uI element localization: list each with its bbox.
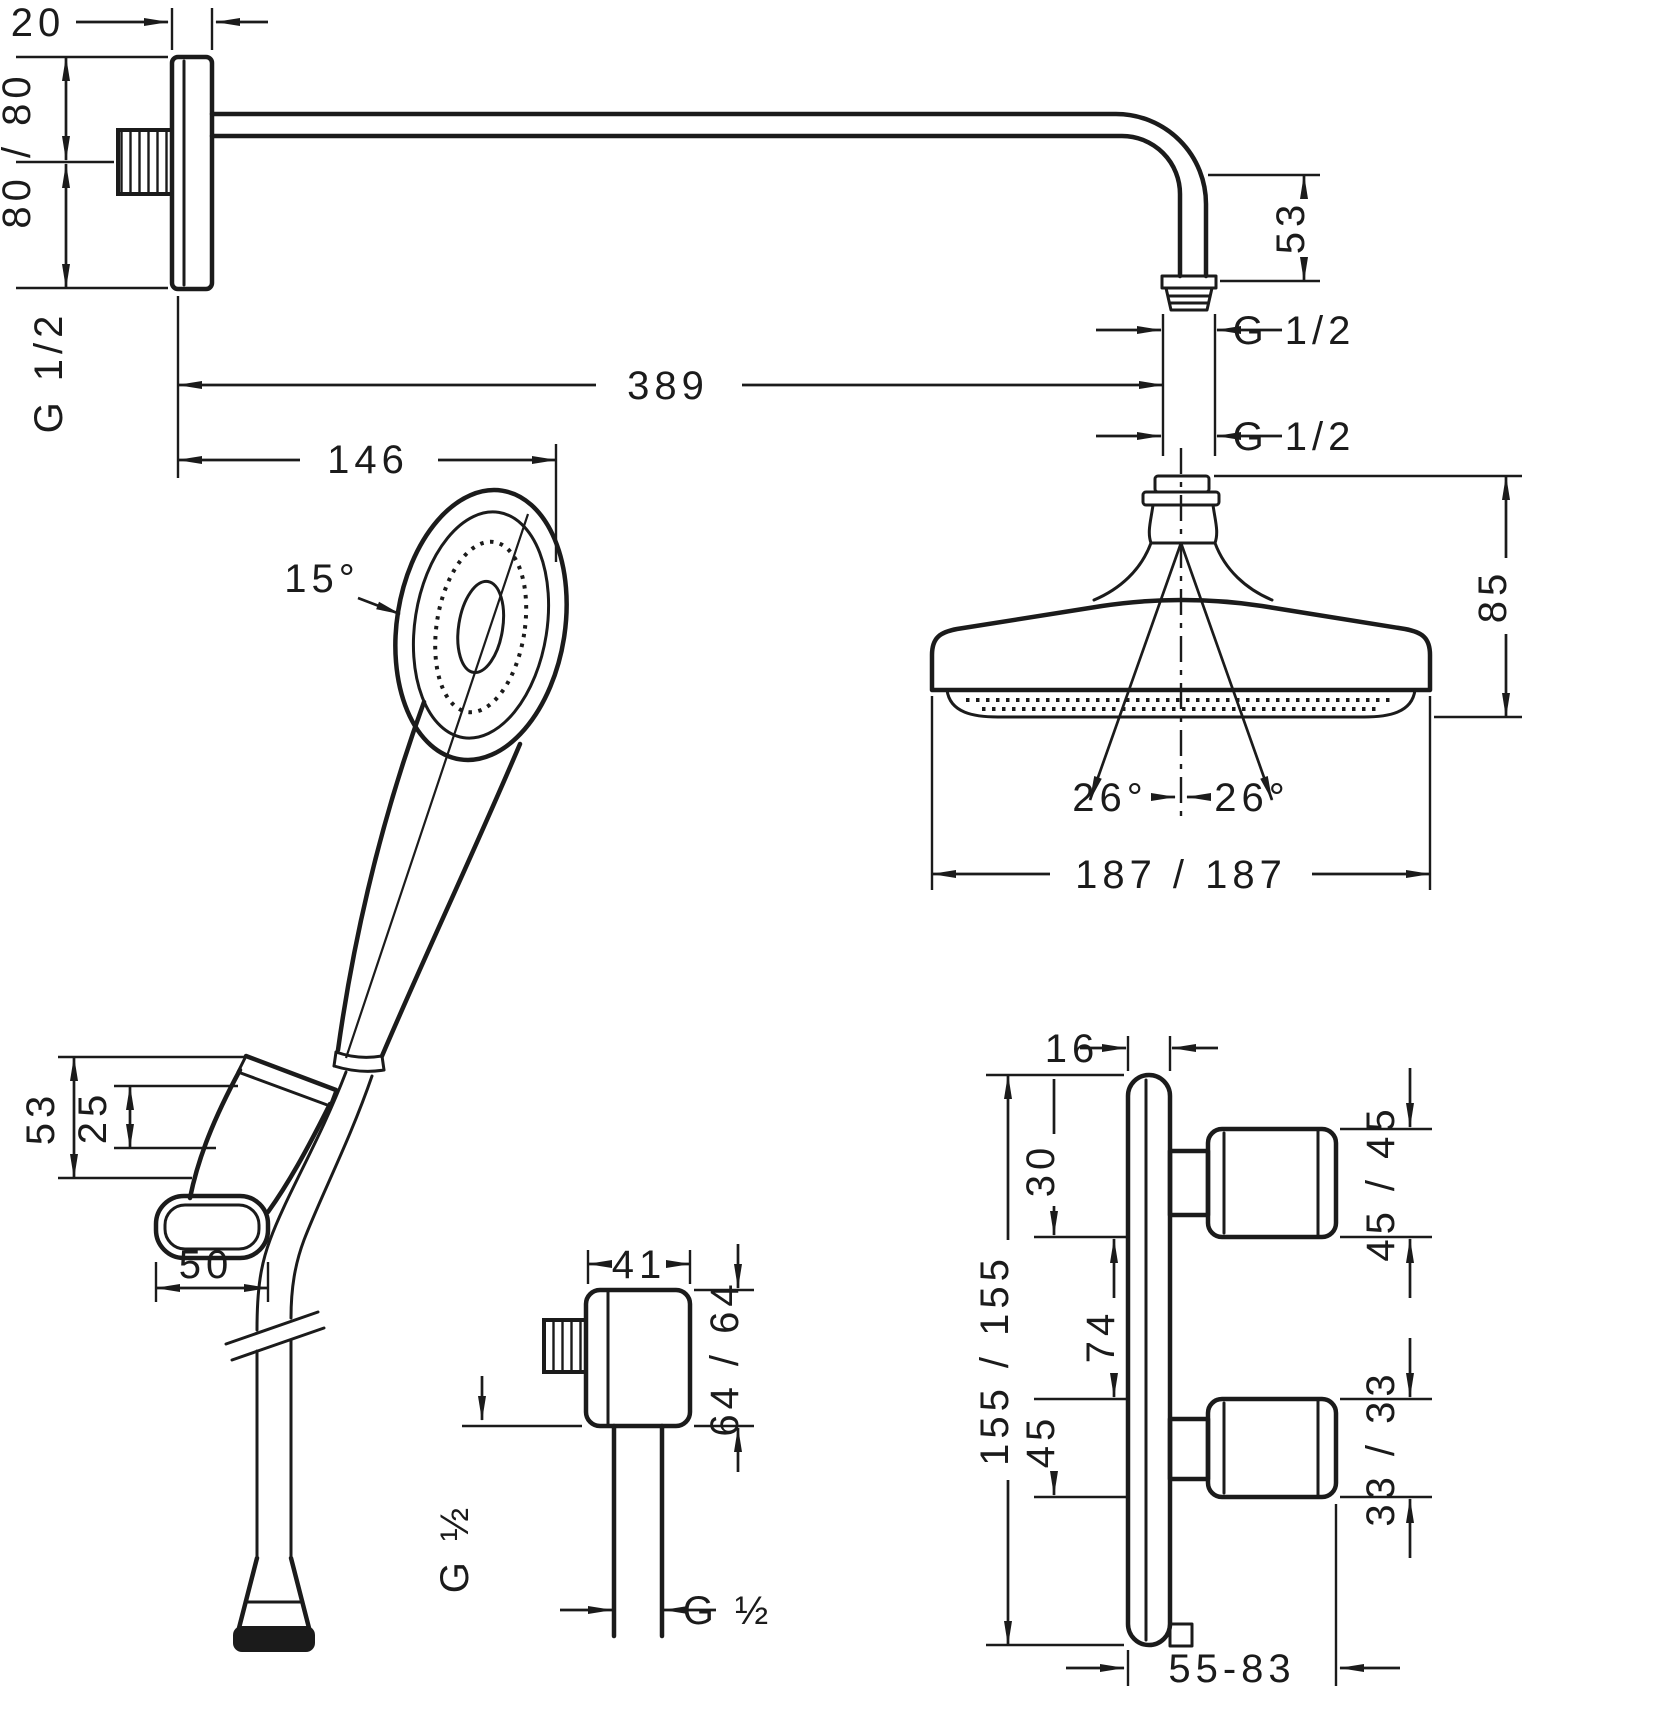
dim-overhead-head-size: 187 / 187 — [930, 696, 1432, 897]
arm-wall-plate — [169, 54, 215, 292]
overhead-height-label: 85 — [1471, 569, 1515, 624]
overhead-collar — [1141, 490, 1221, 507]
hose-upper-left-edge — [255, 1070, 348, 1332]
thermostat-plate-size-label: 155 / 155 — [973, 1254, 1017, 1466]
dim-holder-height: 53 — [19, 1055, 244, 1180]
dim-outlet-height: 64 / 64 — [694, 1244, 754, 1472]
thermostat-top-handle — [1205, 1126, 1339, 1240]
arm-tube-outer — [209, 111, 1209, 279]
outlet-wall-thread-label: G ½ — [433, 1503, 477, 1594]
overhead-head-body — [929, 597, 1433, 693]
wall-outlet-view: 41 64 / 64 G ½ G ½ — [433, 1243, 774, 1639]
handshower-length-label: 146 — [327, 438, 409, 482]
arm-wall-thread-label: G 1/2 — [27, 311, 71, 434]
thermostat-top-handle-label: 45 / 45 — [1359, 1104, 1403, 1261]
arm-tube-inner — [209, 133, 1183, 279]
dim-thermostat-bottom-handle: 33 / 33 — [1340, 1338, 1432, 1558]
holder-cone-right — [265, 1101, 333, 1215]
dim-thermostat-plate-size: 155 / 155 — [973, 1073, 1124, 1647]
thermostat-handle-spacing-label: 74 — [1079, 1309, 1123, 1364]
arm-drop-label: 53 — [1269, 200, 1313, 255]
overhead-angle-left-label: 26° — [1072, 776, 1148, 820]
dim-thermostat-top-offset: 30 — [1019, 1079, 1063, 1236]
arm-wall-offset-label: 20 — [11, 1, 66, 45]
dim-arm-wall-offset: 20 — [11, 1, 268, 50]
dim-arm-outlet-thread: G 1/2 — [1096, 309, 1356, 353]
hose-break-mark — [224, 1310, 320, 1346]
thermostat-bottom-handle-label: 33 / 33 — [1359, 1369, 1403, 1526]
thermostat-top-handle-neck — [1167, 1148, 1211, 1218]
dim-overhead-height: 85 — [1214, 474, 1522, 719]
thermostat-foot-tab — [1168, 1622, 1194, 1648]
arm-length-label: 389 — [627, 364, 709, 408]
dim-arm-length: 389 — [176, 296, 1217, 478]
holder-inner-height-label: 25 — [71, 1090, 115, 1145]
arm-wall-thread-nipple — [116, 128, 174, 196]
dim-outlet-wall-thread: G ½ — [433, 1376, 582, 1593]
dim-thermostat-top-handle: 45 / 45 — [1340, 1068, 1432, 1298]
hand-shower-view: 146 15° — [177, 438, 569, 1073]
hose-break-mark — [230, 1326, 326, 1362]
dim-holder-base-width: 50 — [154, 1243, 270, 1302]
overhead-shower-view: G 1/2 26° 26° 85 — [929, 415, 1522, 897]
overhead-escutcheon — [1092, 541, 1153, 602]
arm-tip-collar — [1160, 274, 1218, 290]
dim-handshower-angle: 15° — [284, 557, 401, 616]
holder-height-label: 53 — [19, 1091, 63, 1146]
dim-outlet-width: 41 — [586, 1243, 692, 1287]
overhead-angle-right-label: 26° — [1214, 776, 1290, 820]
outlet-wall-thread-nipple — [542, 1318, 588, 1374]
holder-base-width-label: 50 — [179, 1243, 234, 1287]
outlet-height-label: 64 / 64 — [703, 1279, 747, 1436]
thermostat-view: 16 155 / 155 30 74 45 — [973, 1027, 1432, 1691]
dim-outlet-hose-thread: G ½ — [560, 1589, 774, 1633]
thermostat-bottom-handle — [1205, 1396, 1339, 1500]
dim-arm-drop: 53 — [1208, 173, 1320, 283]
holder-and-hose-view: 53 25 50 — [19, 1053, 374, 1652]
thermostat-install-depth-label: 55-83 — [1168, 1647, 1295, 1691]
handshower-handle-left-edge — [335, 699, 427, 1053]
overhead-inlet-thread-label: G 1/2 — [1233, 415, 1356, 459]
dim-holder-inner-height: 25 — [71, 1084, 238, 1150]
arm-plate-size-label: 80 / 80 — [0, 71, 39, 228]
overhead-head-size-label: 187 / 187 — [1075, 853, 1287, 897]
overhead-spray-face — [945, 688, 1417, 719]
dim-thermostat-plate-depth: 16 — [1045, 1027, 1218, 1071]
dim-overhead-inlet-thread: G 1/2 — [1096, 415, 1356, 459]
handshower-nozzle-ring — [433, 539, 529, 715]
hose-upper-right-edge — [289, 1074, 374, 1320]
shower-arm-view: 20 80 / 80 G 1/2 389 53 — [0, 1, 1356, 478]
dim-thermostat-install-depth: 55-83 — [1066, 1504, 1400, 1691]
thermostat-top-offset-label: 30 — [1019, 1143, 1063, 1198]
arm-outlet-thread-label: G 1/2 — [1233, 309, 1356, 353]
outlet-hose-thread-label: G ½ — [683, 1589, 774, 1633]
thermostat-bottom-handle-neck — [1167, 1416, 1211, 1482]
thermostat-plate — [1125, 1072, 1173, 1648]
holder-base-plate — [153, 1193, 271, 1261]
hose-end-cap — [233, 1626, 315, 1652]
dim-overhead-spray-angles: 26° 26° — [1072, 542, 1290, 820]
dim-arm-plate-size: 80 / 80 — [0, 55, 168, 290]
dim-handshower-length: 146 — [177, 438, 558, 562]
holder-rim — [243, 1053, 339, 1093]
handshower-handle-right-edge — [379, 741, 523, 1059]
handshower-head — [393, 487, 569, 763]
handshower-angle-label: 15° — [284, 557, 360, 601]
dim-thermostat-handle-spacing: 74 — [1079, 1238, 1123, 1398]
dim-thermostat-bottom-offset: 45 — [1019, 1414, 1063, 1496]
hose-end-cone — [236, 1555, 260, 1631]
thermostat-plate-depth-label: 16 — [1045, 1027, 1100, 1071]
handshower-head-outline — [393, 487, 569, 763]
outlet-body — [583, 1287, 693, 1429]
holder-cone-left — [187, 1067, 243, 1201]
outlet-width-label: 41 — [612, 1243, 667, 1287]
handshower-axis-line — [344, 513, 530, 1059]
arm-tip-thread — [1164, 286, 1214, 312]
thermostat-bottom-offset-label: 45 — [1019, 1414, 1063, 1469]
